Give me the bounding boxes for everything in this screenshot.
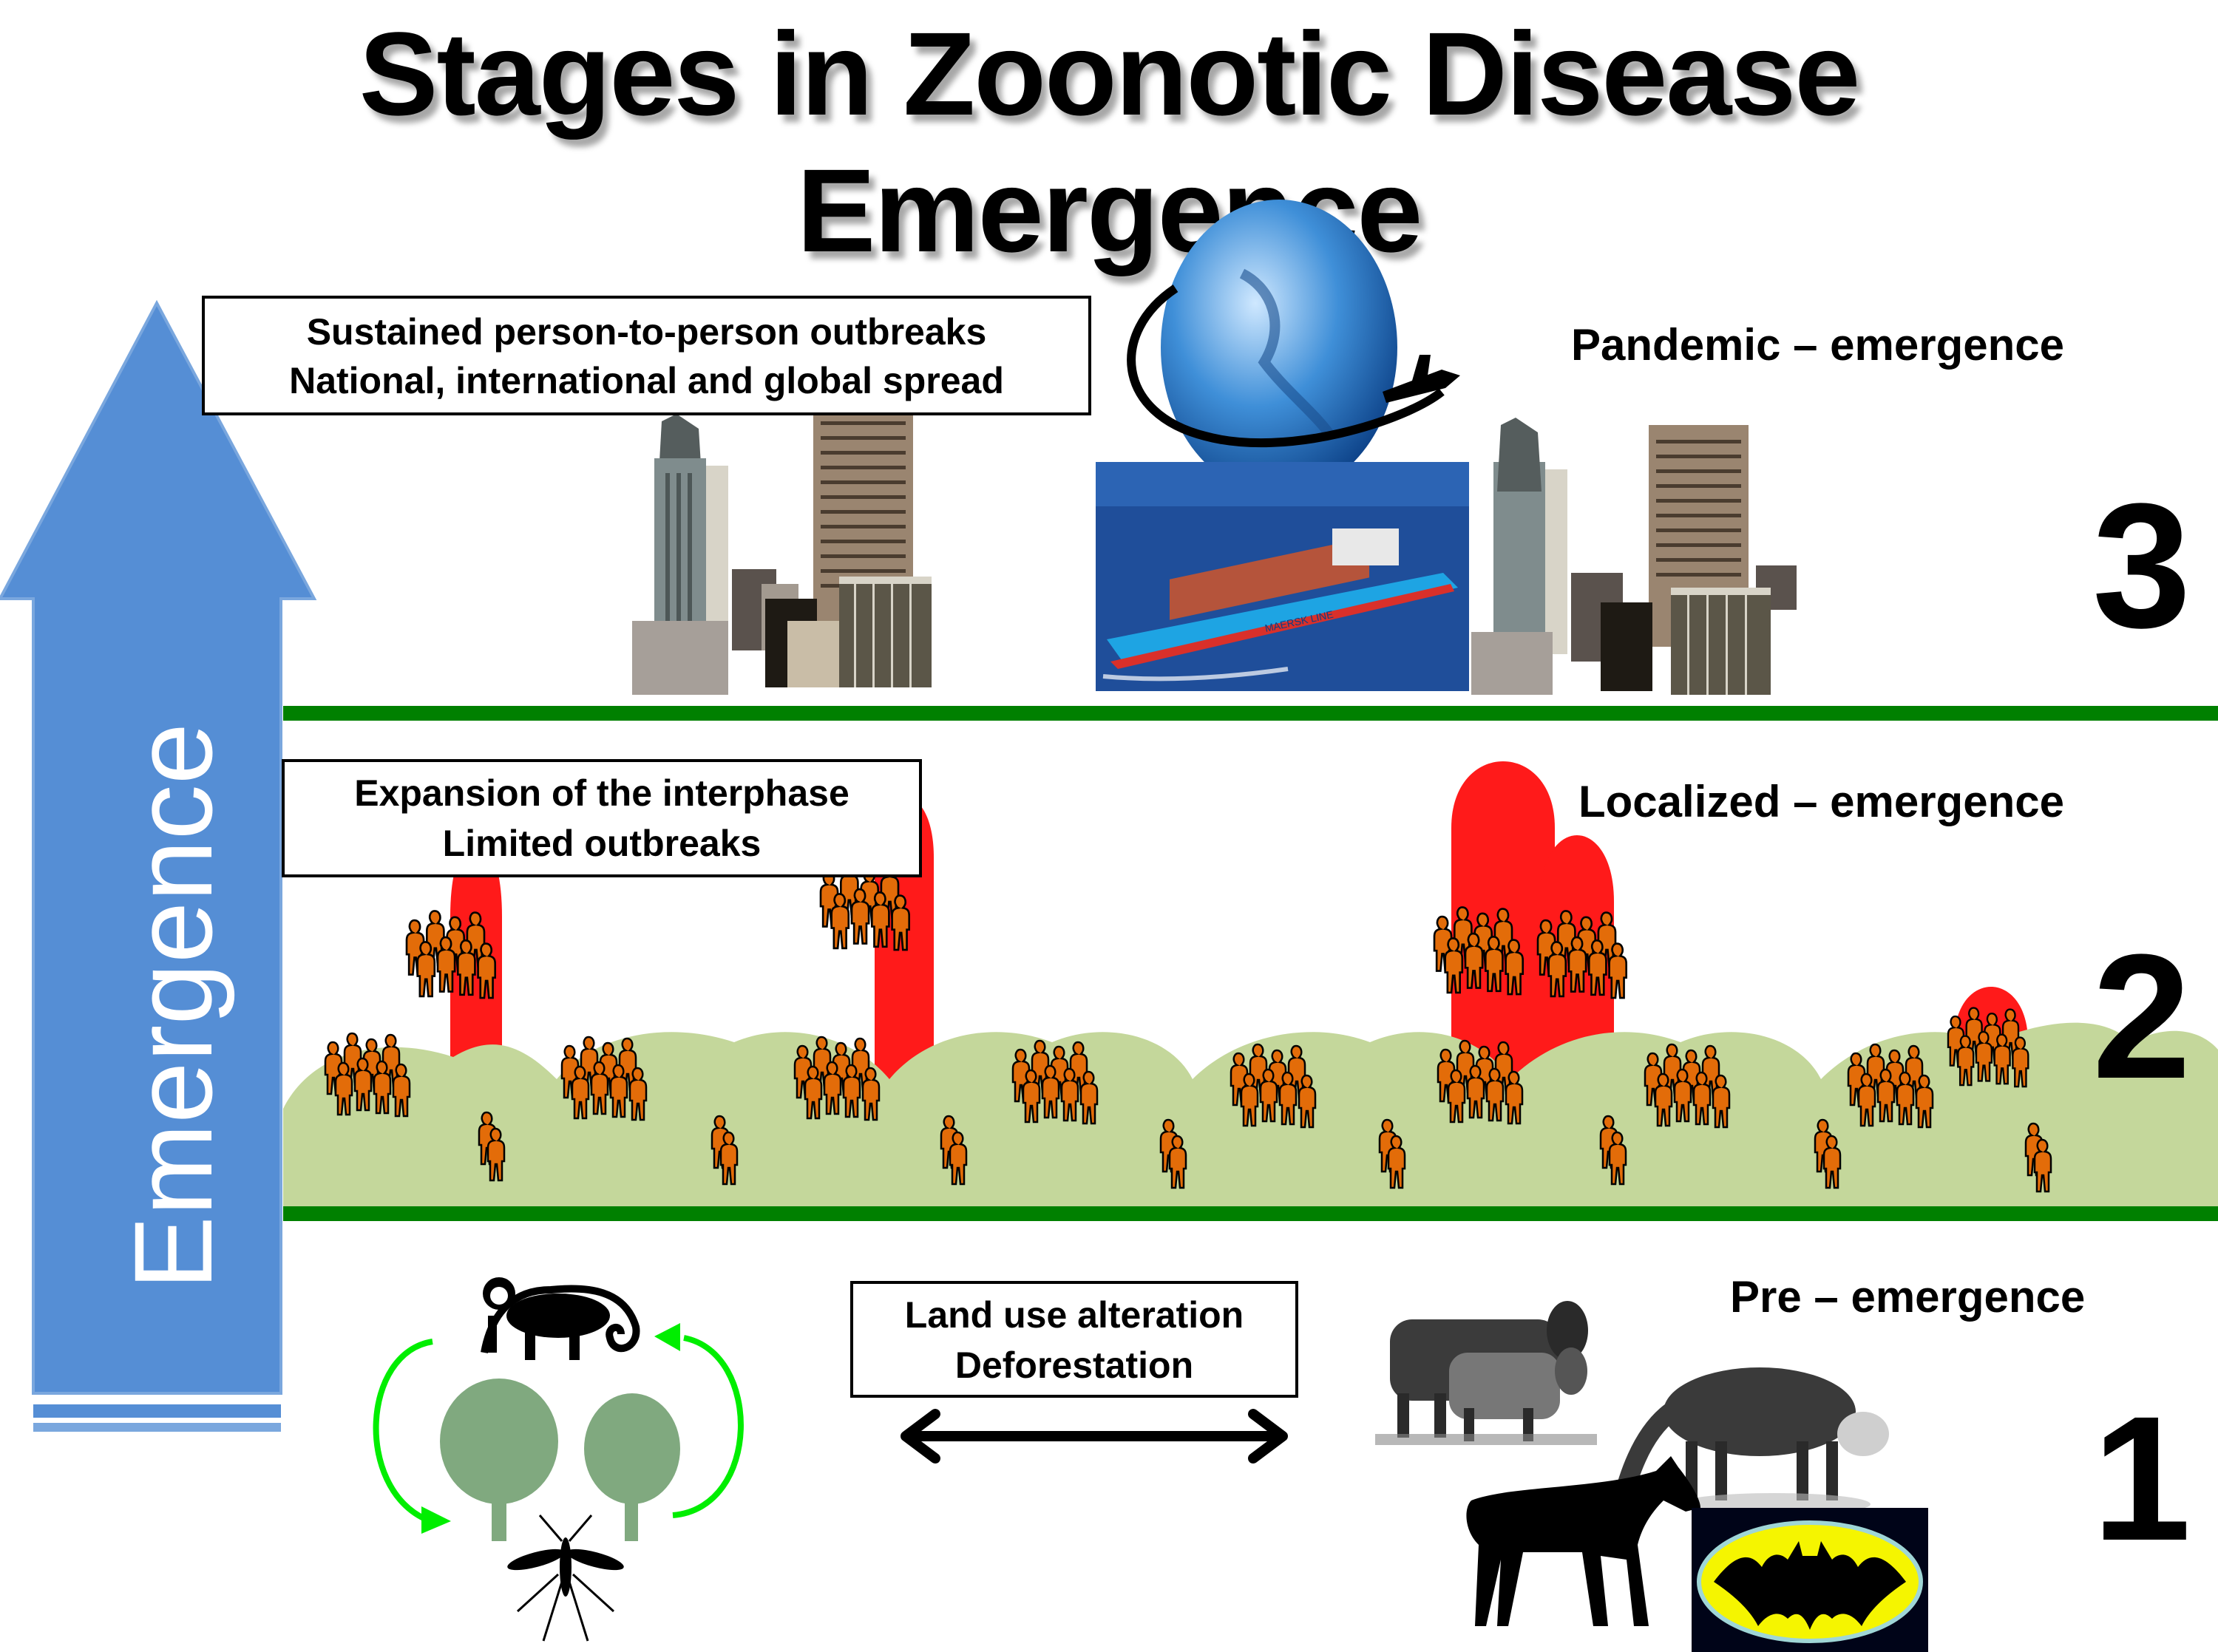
horse-icon [1466,1456,1700,1626]
person-icon [1259,1068,1278,1123]
person-icon [1547,941,1567,998]
stage-1-description-line1: Land use alteration [904,1294,1244,1336]
person-icon [1505,1070,1524,1125]
monkey-icon [481,1277,640,1360]
bat-symbol-icon [1692,1508,1928,1652]
cattle-icon [1375,1301,1597,1445]
person-icon [1608,942,1628,999]
person-icon [436,936,456,993]
person-icon [456,939,476,996]
stage-2-number: 2 [2092,917,2191,1115]
city-skyline-right-icon [1471,418,1797,695]
person-icon [1587,939,1607,996]
stage-3-description-line1: Sustained person-to-person outbreaks [306,311,987,353]
person-icon [1464,932,1484,989]
globe-with-airplane-icon [1127,200,1460,495]
person-icon [1022,1069,1041,1124]
double-arrow-icon [901,1409,1288,1464]
person-icon [1957,1035,1975,1087]
person-icon [1278,1071,1298,1126]
person-icon [891,894,911,951]
transmission-cycle-arrows-icon [373,1323,744,1534]
person-icon [334,1061,353,1116]
person-icon [392,1063,411,1118]
person-icon [1608,1131,1627,1186]
emergence-arrow-icon [0,299,317,1432]
person-icon [719,1131,739,1186]
person-icon [1673,1068,1692,1123]
person-icon [1444,937,1464,994]
container-ship-photo: MAERSK LINE [1096,462,1469,691]
person-icon [1993,1033,2011,1085]
person-icon [823,1061,842,1115]
person-icon [1567,936,1587,993]
person-icon [571,1065,590,1120]
person-icon [353,1057,373,1112]
mosquito-icon [507,1515,624,1642]
stage-3-label: Pandemic – emergence [1571,320,2065,370]
stage-divider-lower [283,1206,2218,1221]
person-icon [1485,1067,1505,1122]
person-icon [609,1064,628,1118]
stage-2-description-line1: Expansion of the interphase [354,772,849,814]
stage-2-label: Localized – emergence [1578,777,2064,826]
person-icon [2033,1138,2052,1193]
person-icon [861,1067,881,1121]
person-icon [804,1065,823,1120]
person-icon [1447,1069,1466,1124]
person-icon [2012,1036,2029,1088]
stage-1-label: Pre – emergence [1730,1272,2086,1322]
stage-3-description-line2: National, international and global sprea… [289,360,1004,401]
person-icon [628,1067,648,1121]
page-title-line1: Stages in Zoonotic Disease [359,7,1861,140]
person-icon [1692,1071,1712,1126]
person-icon [1298,1074,1317,1129]
person-icon [1168,1135,1187,1189]
stage-3-number: 3 [2092,466,2191,664]
stage-divider-upper [283,706,2218,721]
stage-3-description-box: Sustained person-to-person outbreaks Nat… [202,296,1091,415]
person-icon [1975,1030,1993,1082]
person-icon [1466,1064,1485,1119]
person-icon [1712,1074,1731,1129]
person-icon [1876,1068,1896,1123]
person-icon [1079,1070,1099,1125]
stage-1-description-line2: Deforestation [954,1345,1194,1386]
person-icon [1915,1074,1934,1129]
person-icon [842,1064,861,1118]
person-icon [373,1060,392,1115]
person-icon [1060,1067,1079,1122]
city-skyline-left-icon [632,407,932,695]
person-icon [949,1131,968,1186]
stage-2-description-line2: Limited outbreaks [442,823,762,864]
person-icon [870,891,890,948]
stage-1-number: 1 [2092,1379,2191,1577]
stage-1-description-box: Land use alteration Deforestation [850,1281,1298,1398]
person-icon [1387,1135,1406,1189]
stage-2-description-box: Expansion of the interphase Limited outb… [282,759,922,877]
person-icon [590,1061,609,1115]
person-icon [1654,1073,1673,1127]
person-icon [1896,1071,1915,1126]
person-icon [1857,1073,1876,1127]
person-icon [1822,1135,1842,1189]
person-icon [1505,939,1525,996]
person-icon [850,888,870,945]
person-icon [486,1127,506,1182]
person-icon [830,893,850,950]
person-icon [1484,935,1504,993]
person-icon [1240,1073,1259,1127]
trees-icon [440,1379,680,1541]
person-icon [477,942,497,999]
person-icon [1041,1064,1060,1119]
person-icon [416,941,436,998]
